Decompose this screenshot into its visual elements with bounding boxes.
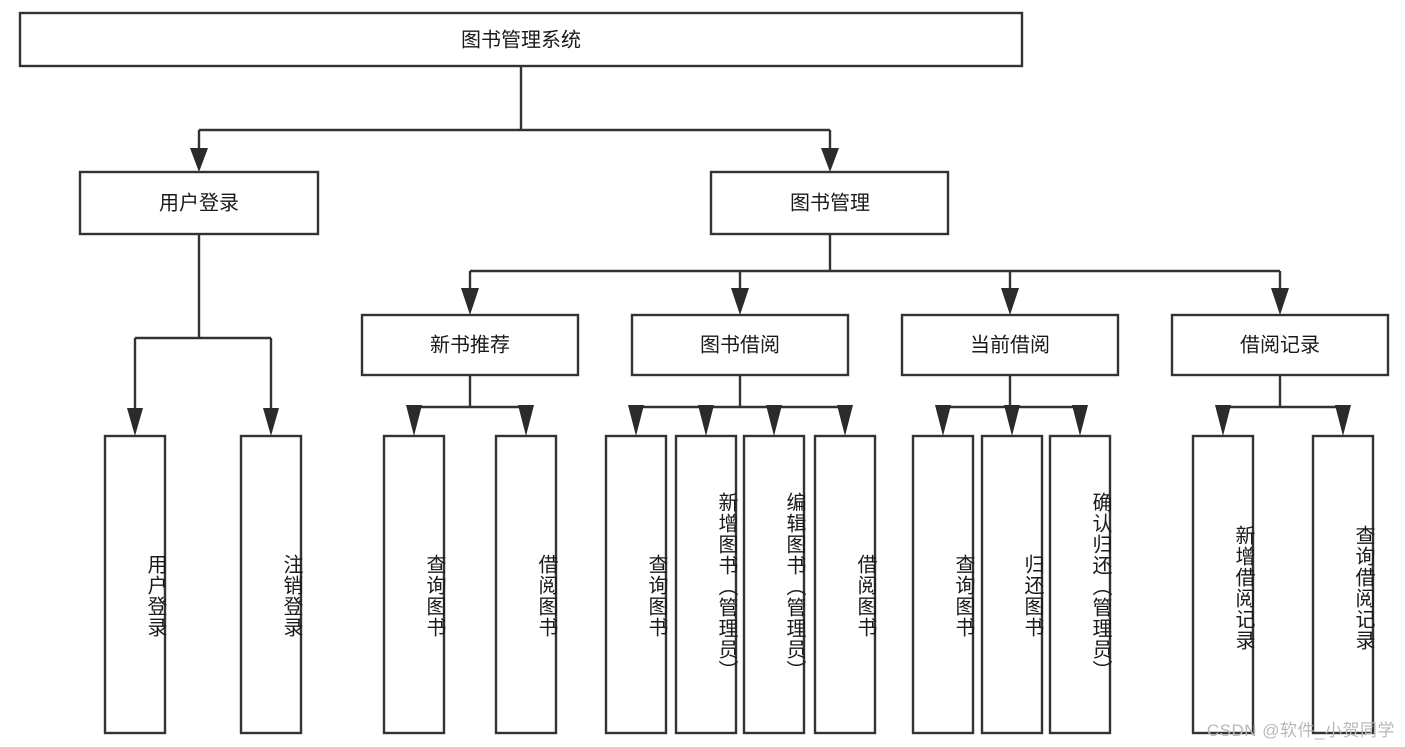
node-user-login[interactable] — [78, 170, 320, 236]
arrow-to-borrow-record — [1271, 288, 1289, 315]
csdn-watermark: CSDN @软件_小贺同学 — [1206, 721, 1395, 740]
arrow-to-leaf-add-record — [1215, 405, 1231, 436]
arrow-to-leaf-borrow-book-2 — [837, 405, 853, 436]
node-leaf-query-book-3[interactable] — [911, 434, 975, 735]
arrow-to-leaf-add-book — [698, 405, 714, 436]
arrow-to-leaf-confirm-return — [1072, 405, 1088, 436]
connector-layer — [133, 66, 1345, 420]
node-book-borrow[interactable] — [630, 313, 850, 377]
node-leaf-user-login[interactable] — [103, 434, 167, 735]
arrow-to-current-borrow — [1001, 288, 1019, 315]
arrowhead-layer — [127, 148, 1351, 436]
connector-borrowrecord-bus — [1221, 375, 1345, 420]
arrow-to-leaf-borrow-book-1 — [518, 405, 534, 436]
node-borrow-record-label: 借阅记录 — [1240, 333, 1320, 356]
node-current-borrow[interactable] — [900, 313, 1120, 377]
node-root[interactable] — [18, 11, 1024, 68]
connector-userlogin-bus — [133, 234, 273, 410]
arrow-to-user-login — [190, 148, 208, 172]
node-leaf-query-book-1[interactable] — [382, 434, 446, 735]
node-leaf-add-record[interactable] — [1191, 434, 1255, 735]
node-leaf-edit-book[interactable] — [742, 434, 806, 735]
arrow-to-leaf-logout — [263, 408, 279, 436]
arrow-to-leaf-query-record — [1335, 405, 1351, 436]
node-borrow-record[interactable] — [1170, 313, 1390, 377]
node-leaf-query-book-2[interactable] — [604, 434, 668, 735]
node-leaf-borrow-book-2[interactable] — [813, 434, 877, 735]
arrow-to-leaf-edit-book — [766, 405, 782, 436]
node-layer: 图书管理系统 用户登录 图书管理 新书推荐 图书借阅 当前借阅 借阅记录 — [18, 11, 1390, 735]
node-book-manage[interactable] — [709, 170, 950, 236]
node-book-borrow-label: 图书借阅 — [700, 333, 780, 356]
arrow-to-leaf-query-book-2 — [628, 405, 644, 436]
node-current-borrow-label: 当前借阅 — [970, 333, 1050, 356]
connector-root-bus — [197, 66, 832, 152]
node-leaf-borrow-book-1[interactable] — [494, 434, 558, 735]
node-root-label: 图书管理系统 — [461, 28, 581, 51]
arrow-to-leaf-user-login — [127, 408, 143, 436]
arrow-to-leaf-query-book-1 — [406, 405, 422, 436]
node-leaf-add-book[interactable] — [674, 434, 738, 735]
connector-bookborrow-bus — [634, 375, 847, 420]
arrow-to-book-manage — [821, 148, 839, 172]
node-leaf-return-book[interactable] — [980, 434, 1044, 735]
connector-newbook-bus — [412, 375, 528, 420]
arrow-to-leaf-query-book-3 — [935, 405, 951, 436]
node-new-book-rec-label: 新书推荐 — [430, 333, 510, 356]
node-leaf-query-record[interactable] — [1311, 434, 1375, 735]
node-book-manage-label: 图书管理 — [790, 191, 870, 214]
arrow-to-new-book-rec — [461, 288, 479, 315]
connector-bookmanage-bus — [468, 234, 1282, 292]
node-user-login-label: 用户登录 — [159, 191, 239, 214]
arrow-to-leaf-return-book — [1004, 405, 1020, 436]
node-leaf-confirm-return[interactable] — [1048, 434, 1112, 735]
node-leaf-logout-login[interactable] — [239, 434, 303, 735]
node-new-book-rec[interactable] — [360, 313, 580, 377]
arrow-to-book-borrow — [731, 288, 749, 315]
